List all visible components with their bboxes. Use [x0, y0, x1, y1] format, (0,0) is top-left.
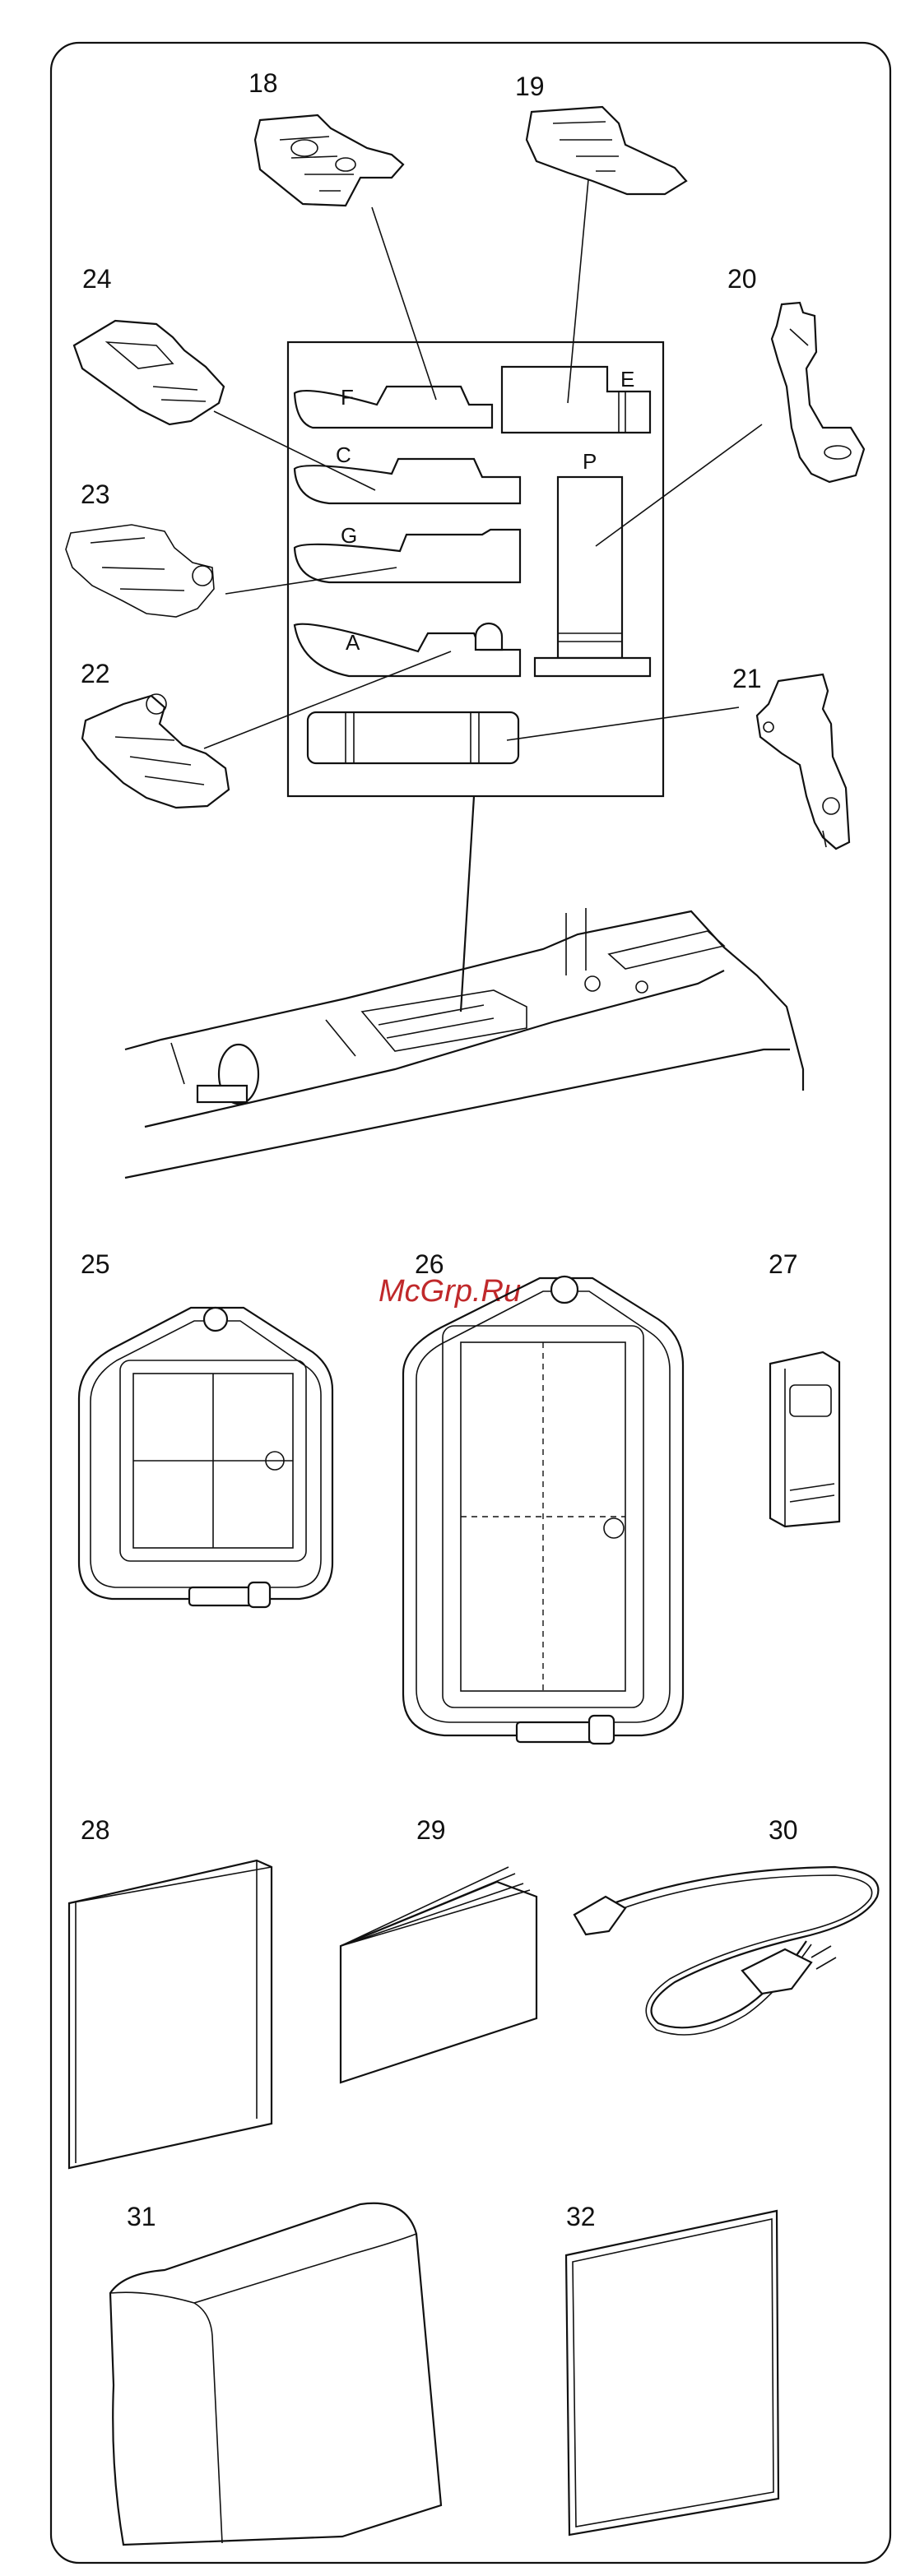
- label-28: 28: [81, 1815, 110, 1845]
- label-22: 22: [81, 659, 110, 688]
- overedge-foot-22: [82, 694, 229, 808]
- label-21: 21: [732, 664, 762, 693]
- slot-C: C: [336, 442, 351, 467]
- dust-cover-31: [110, 2203, 441, 2545]
- slot-G: G: [341, 523, 357, 548]
- instruction-book-28: [69, 1860, 272, 2168]
- slot-P: P: [583, 449, 597, 474]
- foot-storage-tray: F E C G A P: [288, 342, 663, 796]
- label-32: 32: [566, 2202, 596, 2231]
- embroidery-hoop-26: [403, 1276, 683, 1744]
- power-cord-30: [574, 1867, 878, 2035]
- label-24: 24: [82, 264, 112, 294]
- slot-F: F: [341, 385, 354, 410]
- quick-guide-29: [341, 1867, 536, 2083]
- label-31: 31: [127, 2202, 156, 2231]
- label-25: 25: [81, 1249, 110, 1279]
- embroidery-hoop-25: [79, 1308, 332, 1607]
- watermark: McGrp.Ru: [379, 1274, 521, 1309]
- embroidery-foot-21: [757, 674, 849, 849]
- label-19: 19: [515, 72, 545, 101]
- slot-E: E: [620, 367, 634, 391]
- satin-foot-19: [527, 107, 686, 194]
- slot-A: A: [346, 630, 360, 655]
- template-holder-27: [770, 1352, 839, 1527]
- grid-template-sheet-32: [566, 2211, 778, 2535]
- label-20: 20: [727, 264, 757, 294]
- blind-hem-foot-23: [66, 525, 214, 617]
- buttonhole-foot-24: [74, 321, 224, 424]
- darning-foot-20: [772, 303, 864, 482]
- label-18: 18: [248, 68, 278, 98]
- zigzag-foot-18: [255, 115, 403, 206]
- label-29: 29: [416, 1815, 446, 1845]
- label-23: 23: [81, 480, 110, 509]
- label-26: 26: [415, 1249, 444, 1279]
- label-27: 27: [769, 1249, 798, 1279]
- label-30: 30: [769, 1815, 798, 1845]
